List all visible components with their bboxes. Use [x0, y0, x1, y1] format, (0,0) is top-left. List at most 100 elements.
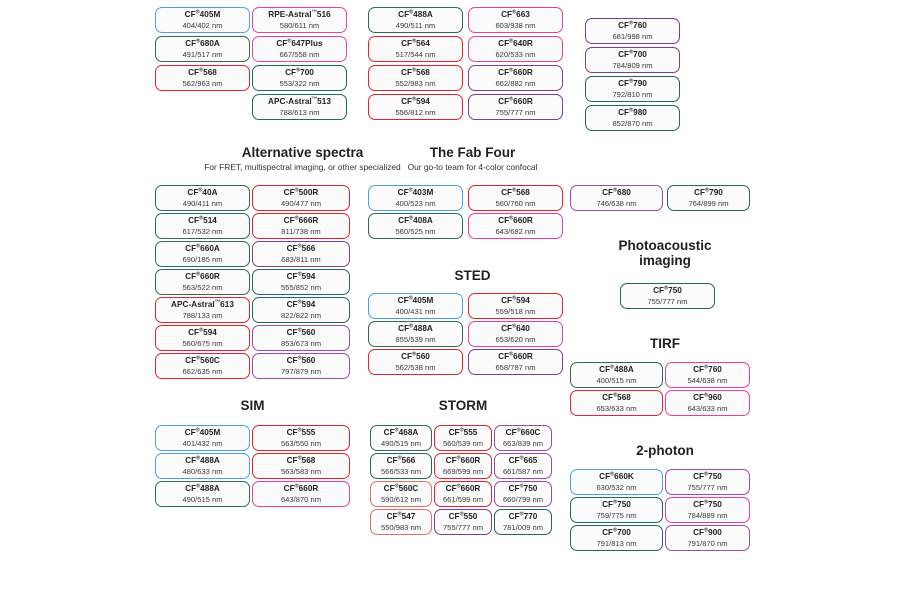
trademark-symbol: ®: [196, 38, 201, 45]
dye-ex-em-values: 759/775 nm: [596, 510, 637, 520]
trademark-symbol: ®: [199, 67, 204, 74]
section-title-sim: SIM: [240, 398, 265, 413]
dye-ex-em-values: 400/515 nm: [596, 375, 637, 385]
dye-name: CF®660R: [498, 67, 533, 77]
dye-name: CF®488A: [398, 9, 433, 19]
trademark-symbol: ®: [613, 187, 618, 194]
dye-name: CF®560C: [383, 483, 419, 493]
dye-ex-em-values: 560/525 nm: [395, 226, 436, 236]
dye-ex-em-values: 667/558 nm: [279, 49, 320, 59]
dye-ex-em-values: 643/633 nm: [687, 403, 728, 413]
trademark-symbol: ®: [297, 299, 302, 306]
dye-ex-em-values: 683/811 nm: [281, 254, 321, 264]
trademark-symbol: ®: [704, 364, 709, 371]
dye-ex-em-values: 755/777 nm: [442, 522, 484, 532]
dye-name: CF®594: [286, 299, 316, 309]
trademark-symbol: ®: [512, 187, 517, 194]
trademark-symbol: ®: [394, 483, 399, 490]
trademark-symbol: ®: [613, 499, 618, 506]
dye-name: CF®403M: [397, 187, 434, 197]
dye-name: CF®405M: [397, 295, 434, 305]
dye-ex-em-values: 853/673 nm: [280, 338, 322, 348]
dye-ex-em-values: 791/870 nm: [687, 538, 728, 548]
dye-ex-em-values: 781/009 nm: [502, 522, 544, 532]
